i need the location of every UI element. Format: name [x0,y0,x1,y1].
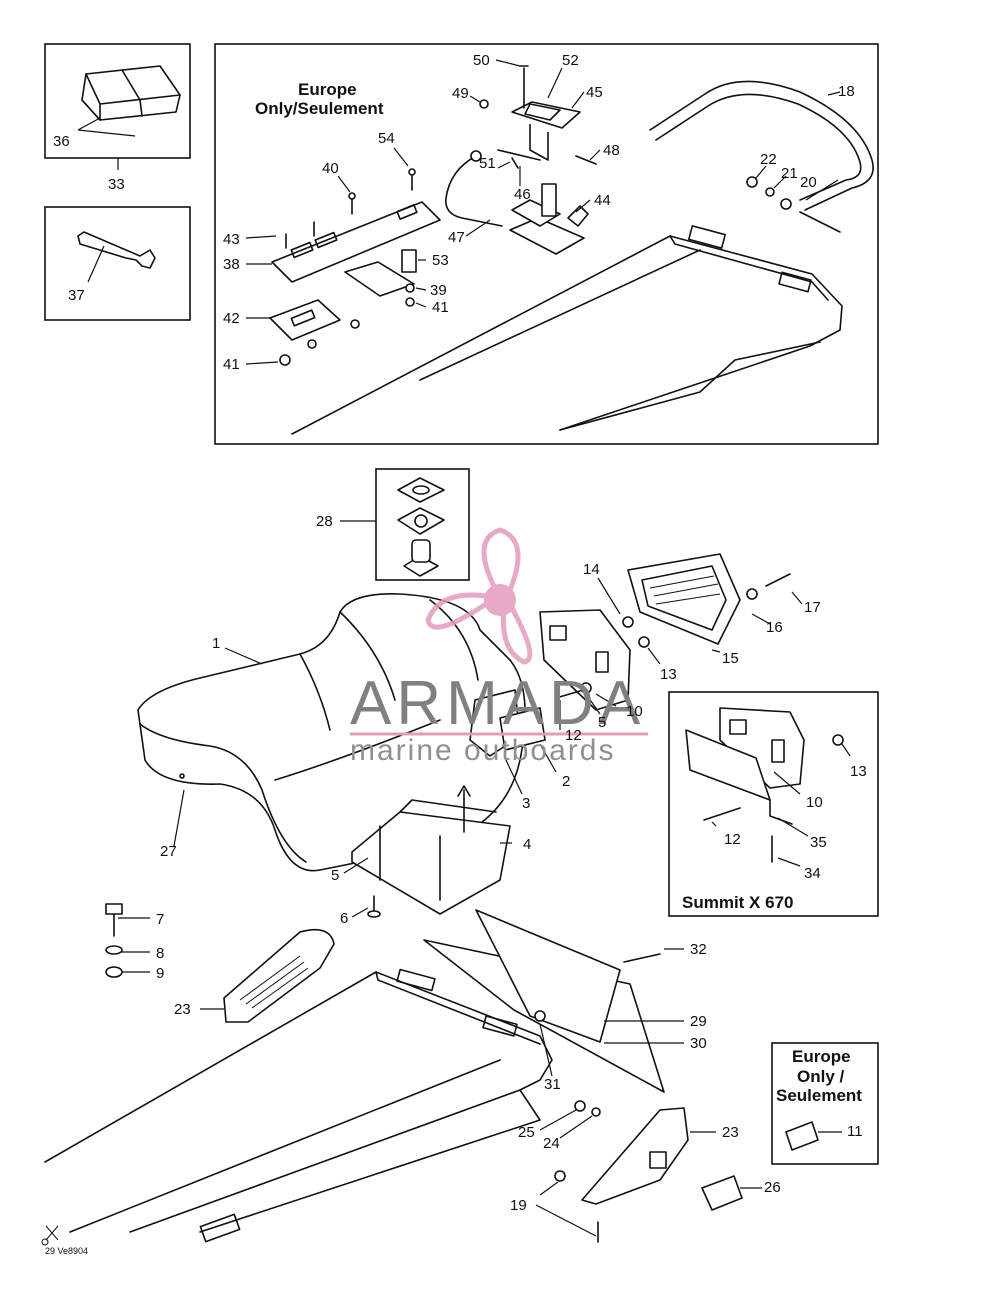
part-label: 41 [432,299,449,316]
taillight-drawing [539,553,791,711]
part-label: 36 [53,133,70,150]
part-label: 13 [660,666,677,683]
part-label: 2 [562,773,570,790]
part-label: 33 [108,176,125,193]
wrench-drawing [77,231,156,269]
part-label: 42 [223,310,240,327]
drawing-code: 29 Ve8904 [45,1246,88,1256]
part-label: 6 [340,910,348,927]
part-label: 15 [722,650,739,667]
part-label: 54 [378,130,395,147]
part-label: 48 [603,142,620,159]
part-label: 22 [760,151,777,168]
part-label: 49 [452,85,469,102]
part-label: 40 [322,160,339,177]
scissors-icon [41,1225,59,1246]
europe-plates-drawing [269,168,441,366]
part-label: 30 [690,1035,707,1052]
part-label: 10 [626,703,643,720]
part-label: 3 [522,795,530,812]
part-label: 16 [766,619,783,636]
watermark-tagline: marine outboards [350,734,615,767]
europe-lock-drawing [445,65,597,255]
part-label: 11 [847,1123,863,1140]
part-label: 31 [544,1076,561,1093]
part-label: 45 [586,84,603,101]
europe-br-title-line3: Seulement [776,1086,862,1105]
box-europe-top [214,43,879,445]
tunnel-top-drawing [291,80,874,435]
tunnel-bottom-drawing [44,909,743,1243]
part-label: 51 [479,155,496,172]
part-label: 35 [810,834,827,851]
part-label: 10 [806,794,823,811]
part-label: 23 [722,1124,739,1141]
part-label: 5 [598,714,606,731]
part-label: 18 [838,83,855,100]
part-label: 8 [156,945,164,962]
part-label: 27 [160,843,177,860]
part-label: 17 [804,599,821,616]
part-label: 28 [316,513,333,530]
part-label: 20 [800,174,817,191]
armada-watermark: ARMADA marine outboards [350,527,648,767]
europe-top-title-line1: Europe [298,80,357,99]
box-28-detail [375,468,470,581]
europe-top-title-line2: Only/Seulement [255,99,384,118]
summit-taillight-drawing [685,707,851,867]
europe-br-title-line1: Europe [792,1047,851,1066]
box-europe-bottom-right [771,1042,879,1165]
seat-drawing [137,593,546,915]
watermark-name: ARMADA [350,669,645,738]
part-label: 5 [331,867,339,884]
summit-title: Summit X 670 [682,893,794,912]
part-label: 29 [690,1013,707,1030]
europe-br-title-line2: Only / [797,1067,845,1086]
part-label: 37 [68,287,85,304]
part-label: 53 [432,252,449,269]
box-summit [668,691,879,917]
part-label: 12 [565,727,582,744]
part-label: 4 [523,836,531,853]
fasteners-left [105,895,381,978]
part-label: 21 [781,165,798,182]
taillight-leaders [559,577,803,730]
part-label: 19 [510,1197,527,1214]
seat-leaders [118,647,557,973]
plate-11-drawing [785,1121,842,1151]
propeller-logo-icon [425,527,533,665]
tunnel-bottom-leaders [200,948,762,1237]
part-label: 44 [594,192,611,209]
part-label: 34 [804,865,821,882]
adapter-28-drawing [340,477,445,577]
europe-top-leaders [245,59,839,365]
frame-boxes [44,43,879,1165]
part-label: 26 [764,1179,781,1196]
part-label: 38 [223,256,240,273]
part-label: 1 [212,635,220,652]
part-label: 39 [430,282,447,299]
box-37-wrench [44,206,191,321]
seat-cover-drawing [81,65,181,121]
part-label: 41 [223,356,240,373]
part-labels: 1 2 3 4 5 5 6 7 8 9 10 10 11 12 12 13 13… [53,52,867,1214]
part-label: 14 [583,561,600,578]
part-label: 7 [156,911,164,928]
part-label: 43 [223,231,240,248]
part-label: 32 [690,941,707,958]
part-label: 52 [562,52,579,69]
part-label: 46 [514,186,531,203]
part-label: 13 [850,763,867,780]
part-label: 12 [724,831,741,848]
part-label: 50 [473,52,490,69]
part-label: 24 [543,1135,560,1152]
part-label: 25 [518,1124,535,1141]
part-label: 23 [174,1001,191,1018]
part-label: 47 [448,229,465,246]
part-label: 9 [156,965,164,982]
